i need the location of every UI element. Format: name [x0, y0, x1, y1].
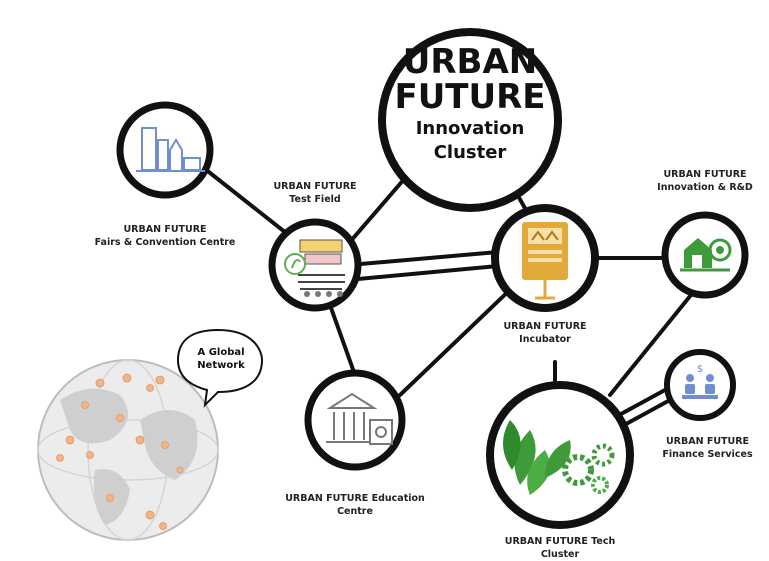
- label-finance-line2: Finance Services: [662, 449, 753, 460]
- label-education: URBAN FUTURE Education Centre: [280, 492, 430, 518]
- speech-bubble-text: A Global Network: [182, 346, 260, 372]
- label-tech-line1: URBAN FUTURE Tech: [504, 536, 616, 547]
- label-fairs: URBAN FUTURE Fairs & Convention Centre: [75, 223, 255, 249]
- buildings-icon: [136, 127, 205, 172]
- finance-ring: [664, 349, 736, 421]
- incubator-icon: [522, 222, 568, 300]
- link-innovation-tech: [608, 288, 697, 397]
- hub-line-1: URBAN: [402, 42, 538, 82]
- label-tech: URBAN FUTURE Tech Cluster: [500, 535, 620, 561]
- link-education-incubator: [398, 283, 517, 397]
- label-innovation-line1: URBAN FUTURE: [663, 169, 747, 180]
- label-incubator-line2: Incubator: [519, 334, 571, 345]
- hub-line-3: Innovation: [415, 118, 525, 139]
- finance-people-icon: $: [682, 364, 718, 399]
- link-fairs-testfield: [198, 163, 297, 242]
- label-tech-line2: Cluster: [540, 549, 580, 560]
- label-education-line2: Centre: [337, 506, 373, 517]
- label-testfield-line2: Test Field: [289, 194, 341, 205]
- label-fairs-line2: Fairs & Convention Centre: [94, 237, 236, 248]
- education-building-icon: [326, 392, 393, 445]
- label-finance: URBAN FUTURE Finance Services: [650, 435, 765, 461]
- svg-text:$: $: [697, 364, 703, 375]
- leaves-gears-icon: [502, 420, 615, 495]
- label-education-line1: URBAN FUTURE Education: [285, 493, 425, 504]
- hub-ring: [378, 28, 562, 212]
- label-innovation: URBAN FUTURE Innovation & R&D: [645, 168, 765, 194]
- fairs-ring: [116, 101, 214, 199]
- house-gear-icon: [680, 238, 732, 272]
- speech-bubble-line1: A Global: [197, 347, 245, 358]
- node-rings: [116, 28, 749, 529]
- label-fairs-line1: URBAN FUTURE: [123, 224, 207, 235]
- label-testfield-line1: URBAN FUTURE: [273, 181, 357, 192]
- hub-line-2: FUTURE: [394, 77, 546, 117]
- speech-bubble-line2: Network: [197, 360, 245, 371]
- label-innovation-line2: Innovation & R&D: [657, 182, 753, 193]
- label-finance-line1: URBAN FUTURE: [665, 436, 750, 447]
- hub-line-4: Cluster: [433, 142, 507, 163]
- label-testfield: URBAN FUTURE Test Field: [260, 180, 370, 206]
- globe-icon: [37, 359, 219, 541]
- label-incubator: URBAN FUTURE Incubator: [490, 320, 600, 346]
- speech-bubble: [176, 328, 264, 408]
- hub-title: URBAN FUTURE Innovation Cluster: [390, 45, 550, 165]
- label-incubator-line1: URBAN FUTURE: [503, 321, 587, 332]
- test-field-icon: [284, 239, 345, 297]
- link-testfield-education: [328, 303, 357, 377]
